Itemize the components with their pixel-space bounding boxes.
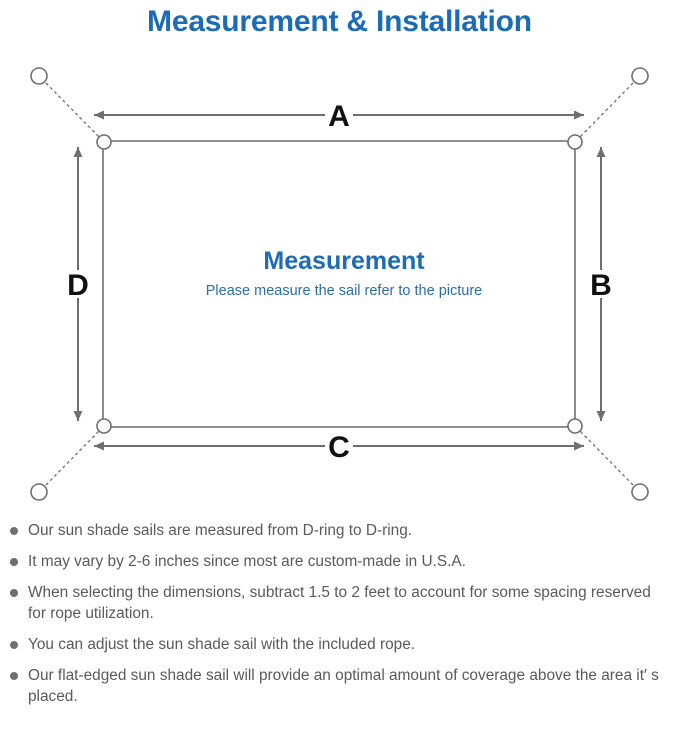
page-title: Measurement & Installation [147,5,532,38]
dimension-label-b: B [590,269,612,302]
rope-lines [45,82,634,486]
list-item: Our flat-edged sun shade sail will provi… [0,665,679,707]
anchor-points [30,67,649,501]
d-ring-bottom-left [96,418,112,434]
dimension-label-d: D [67,269,89,302]
bullet-icon [10,641,18,649]
dimension-label-a: A [328,100,350,133]
anchor-point-top-right [631,67,649,85]
d-rings [96,134,583,434]
note-text: When selecting the dimensions, subtract … [28,584,651,622]
d-ring-top-right [567,134,583,150]
sail-body [102,140,576,428]
dimension-label-c: C [328,431,350,464]
bullet-icon [10,527,18,535]
list-item: It may vary by 2-6 inches since most are… [0,551,679,572]
list-item: You can adjust the sun shade sail with t… [0,634,679,655]
rope-line-bottom-right [579,430,634,486]
diagram-center-heading: Measurement [263,247,425,275]
note-text: It may vary by 2-6 inches since most are… [28,553,466,570]
anchor-point-top-left [30,67,48,85]
note-text: Our sun shade sails are measured from D-… [28,522,413,539]
anchor-point-bottom-left [30,483,48,501]
bullet-icon [10,589,18,597]
note-text: You can adjust the sun shade sail with t… [28,636,416,653]
list-item: When selecting the dimensions, subtract … [0,582,679,624]
d-ring-top-left [96,134,112,150]
notes-list: Our sun shade sails are measured from D-… [0,520,679,717]
rope-line-top-left [45,82,100,138]
diagram-center-subtitle: Please measure the sail refer to the pic… [206,283,482,299]
measurement-diagram: A C D B Measurement Please measure the s… [0,48,679,518]
rope-line-bottom-left [45,430,100,486]
rope-line-top-right [579,82,634,138]
measurement-diagram-svg: A C D B Measurement Please measure the s… [30,67,649,501]
d-ring-bottom-right [567,418,583,434]
anchor-point-bottom-right [631,483,649,501]
list-item: Our sun shade sails are measured from D-… [0,520,679,541]
note-text: Our flat-edged sun shade sail will provi… [28,667,659,705]
bullet-icon [10,558,18,566]
bullet-icon [10,672,18,680]
